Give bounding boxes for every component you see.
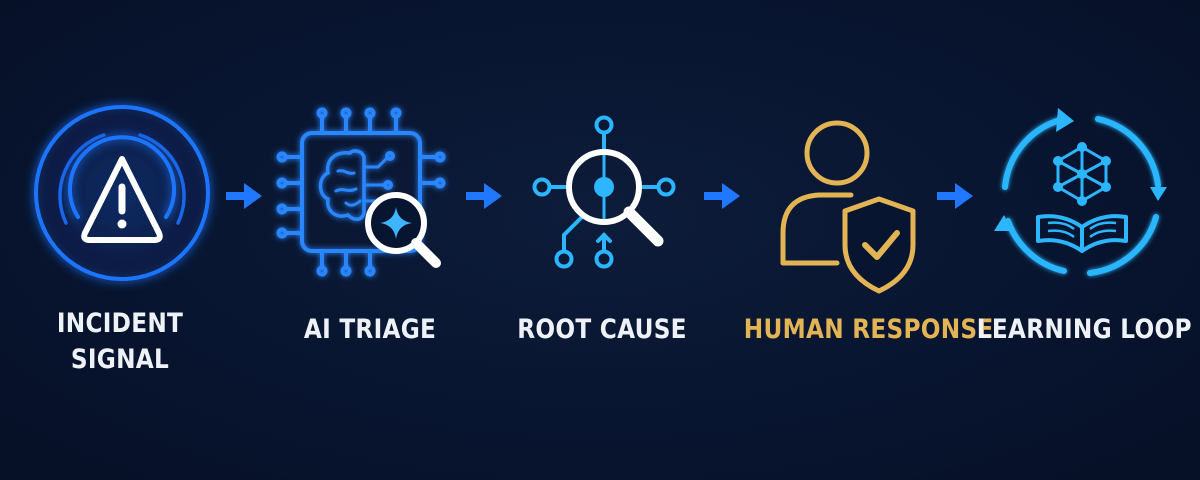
step-incident-signal: INCIDENT SIGNAL bbox=[0, 0, 240, 480]
step-label: ROOT CAUSE bbox=[499, 312, 705, 348]
person-shield-icon bbox=[727, 95, 967, 310]
step-label-line: ROOT CAUSE bbox=[517, 314, 687, 345]
alert-radar-icon bbox=[0, 95, 240, 310]
step-label-line: SIGNAL bbox=[70, 344, 170, 375]
step-label-line: LEARNING LOOP bbox=[976, 314, 1192, 345]
ai-chip-magnifier-icon bbox=[250, 95, 490, 310]
step-root-cause: ROOT CAUSE bbox=[482, 0, 722, 480]
arrow-right-icon bbox=[702, 181, 742, 211]
arrow-right-icon bbox=[935, 181, 975, 211]
step-label: AI TRIAGE bbox=[267, 312, 473, 348]
step-label-line: INCIDENT bbox=[56, 308, 184, 339]
root-cause-network-icon bbox=[482, 95, 722, 310]
step-human-response: HUMAN RESPONSE bbox=[727, 0, 994, 480]
step-label: LEARNING LOOP bbox=[976, 312, 1192, 348]
step-label: INCIDENT SIGNAL bbox=[17, 306, 223, 378]
learning-cycle-icon bbox=[960, 95, 1200, 310]
step-ai-triage: AI TRIAGE bbox=[250, 0, 490, 480]
step-label-line: HUMAN RESPONSE bbox=[743, 314, 994, 345]
arrow-right-icon bbox=[224, 181, 264, 211]
step-learning-loop: LEARNING LOOP bbox=[960, 0, 1200, 480]
step-label-line: AI TRIAGE bbox=[303, 314, 437, 345]
step-label: HUMAN RESPONSE bbox=[743, 312, 994, 348]
arrow-right-icon bbox=[464, 181, 504, 211]
